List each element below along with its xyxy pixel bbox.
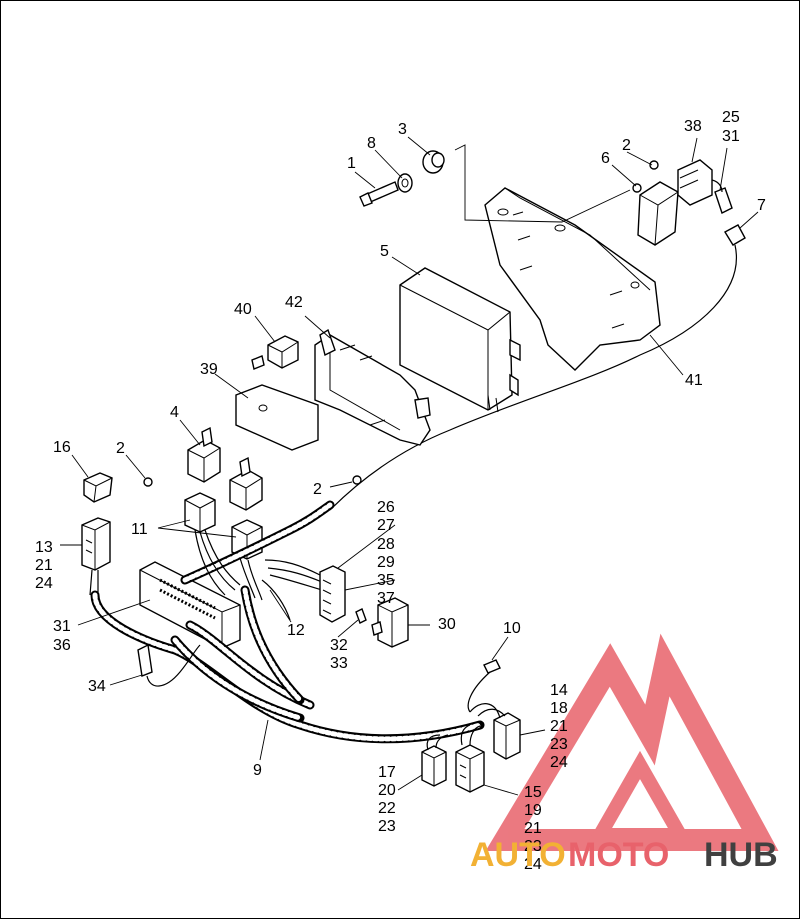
ecm-5 <box>399 267 521 413</box>
watermark-triangle <box>485 633 779 851</box>
bolt-1 <box>359 181 399 207</box>
label-32: 32 <box>330 637 348 654</box>
shield-39 <box>235 384 319 451</box>
label-22: 22 <box>378 800 396 817</box>
label-24-left: 24 <box>35 575 53 592</box>
watermark-inner-triangle <box>587 750 693 842</box>
label-30: 30 <box>438 616 456 633</box>
label-16: 16 <box>53 439 71 456</box>
label-37: 37 <box>377 590 395 607</box>
label-23-lower: 23 <box>524 838 542 855</box>
label-4: 4 <box>170 404 179 421</box>
watermark-wordmark: AUTO MOTO HUB <box>470 836 778 874</box>
nut-2-top <box>649 160 659 170</box>
bracket-41 <box>484 187 661 371</box>
label-2-top: 2 <box>622 137 631 154</box>
label-11: 11 <box>131 521 148 538</box>
label-28: 28 <box>377 536 395 553</box>
relay-4a <box>187 426 221 483</box>
watermark-moto: MOTO <box>568 836 669 874</box>
label-21-right: 21 <box>550 718 568 735</box>
label-1: 1 <box>347 155 356 172</box>
cap-16 <box>83 472 113 503</box>
label-26: 26 <box>377 499 395 516</box>
label-42: 42 <box>285 294 303 311</box>
label-27: 27 <box>377 517 395 534</box>
grommet-3 <box>422 150 445 174</box>
clip-7 <box>724 224 746 246</box>
label-33: 33 <box>330 655 348 672</box>
watermark-hub: HUB <box>704 836 778 874</box>
label-21-left: 21 <box>35 557 53 574</box>
relay-4b <box>229 456 263 511</box>
label-35: 35 <box>377 572 395 589</box>
label-2-middle: 2 <box>313 481 322 498</box>
leader-lines <box>60 136 759 796</box>
label-12: 12 <box>287 622 305 639</box>
label-23-right: 23 <box>550 736 568 753</box>
connector-10 <box>467 659 501 713</box>
sensor-34 <box>137 643 201 687</box>
relay-socket-11a <box>184 492 216 533</box>
label-14: 14 <box>550 682 568 699</box>
label-3: 3 <box>398 121 407 138</box>
label-25: 25 <box>722 109 740 126</box>
label-2-left: 2 <box>116 440 125 457</box>
washer-8 <box>397 173 413 193</box>
relay-40 <box>251 335 299 370</box>
part-number-labels: 1 8 3 2 6 38 25 31 7 5 41 40 42 39 4 16 … <box>35 109 766 873</box>
label-5: 5 <box>380 243 389 260</box>
label-7: 7 <box>757 197 766 214</box>
label-24-right: 24 <box>550 754 568 771</box>
label-41: 41 <box>685 372 703 389</box>
label-29: 29 <box>377 554 395 571</box>
label-17: 17 <box>378 764 396 781</box>
label-10: 10 <box>503 620 521 637</box>
label-8: 8 <box>367 135 376 152</box>
connector-26-37 <box>319 565 346 623</box>
connector-38 <box>677 159 713 206</box>
label-39: 39 <box>200 361 218 378</box>
bracket-42 <box>314 328 431 446</box>
connector-14-24 <box>469 703 521 760</box>
label-21-bottom: 21 <box>524 820 542 837</box>
nut-2-middle <box>352 475 362 485</box>
connector-17-23 <box>421 734 449 787</box>
module-6 <box>632 181 679 246</box>
label-20: 20 <box>378 782 396 799</box>
label-13: 13 <box>35 539 53 556</box>
connector-15-24 <box>455 724 485 793</box>
label-9: 9 <box>253 762 262 779</box>
label-15: 15 <box>524 784 542 801</box>
connector-13 <box>81 517 111 596</box>
label-31-left: 31 <box>53 618 71 635</box>
nut-2-left <box>143 477 153 487</box>
terminal-32-33 <box>355 608 367 624</box>
watermark-logo <box>485 633 779 851</box>
label-24-bottom: 24 <box>524 856 542 873</box>
wire-top-right <box>329 244 737 511</box>
label-38: 38 <box>684 118 702 135</box>
relay-wires <box>194 529 323 621</box>
plug-25-31 <box>711 179 733 214</box>
label-34: 34 <box>88 678 106 695</box>
label-31-top: 31 <box>722 128 740 145</box>
watermark-auto: AUTO <box>470 836 566 874</box>
label-36: 36 <box>53 637 71 654</box>
label-19: 19 <box>524 802 542 819</box>
label-40: 40 <box>234 301 252 318</box>
harness-9 <box>90 500 485 744</box>
label-23-bottom: 23 <box>378 818 396 835</box>
label-18: 18 <box>550 700 568 717</box>
cover-30 <box>371 597 409 648</box>
label-6: 6 <box>601 150 610 167</box>
